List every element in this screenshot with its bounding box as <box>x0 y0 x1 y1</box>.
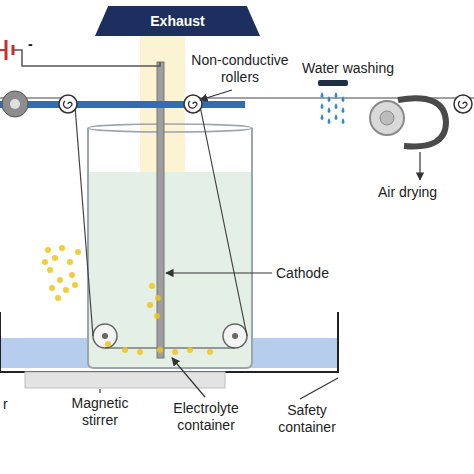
gas-bubbles <box>42 245 213 355</box>
part-label: Safety container <box>262 402 352 436</box>
leader-line <box>172 358 205 397</box>
non-conductive-roller <box>184 95 202 113</box>
part-label: Cathode <box>276 265 356 282</box>
bottom-roller <box>93 324 117 348</box>
support-bar <box>0 101 245 108</box>
air-dryer <box>370 98 446 146</box>
end-roller <box>454 95 472 113</box>
polarity-sign: - <box>28 36 42 53</box>
part-label: Non-conductive rollers <box>188 52 292 86</box>
wire <box>13 50 160 66</box>
fibre <box>0 98 474 348</box>
part-label: Magnetic stirrer <box>58 395 142 429</box>
leader-line <box>419 152 420 180</box>
drive-roller <box>2 91 28 117</box>
bottom-roller <box>223 324 247 348</box>
exhaust-hood: Exhaust <box>95 6 260 36</box>
electrolyte-container <box>88 128 252 368</box>
part-label: Electrolyte container <box>160 400 252 434</box>
shower-head <box>318 80 348 86</box>
water-drops <box>321 92 345 124</box>
hood-label: Exhaust <box>150 13 204 29</box>
leader-line <box>300 378 338 399</box>
process-label: Air drying <box>378 184 468 201</box>
process-label: Water washing <box>292 60 404 77</box>
leader-line <box>200 90 232 100</box>
part-label: r <box>3 396 17 413</box>
beaker-rim <box>88 124 252 132</box>
leader-line <box>166 272 272 273</box>
non-conductive-roller <box>59 95 77 113</box>
leader-line <box>99 389 100 393</box>
electrolyte <box>88 172 252 368</box>
